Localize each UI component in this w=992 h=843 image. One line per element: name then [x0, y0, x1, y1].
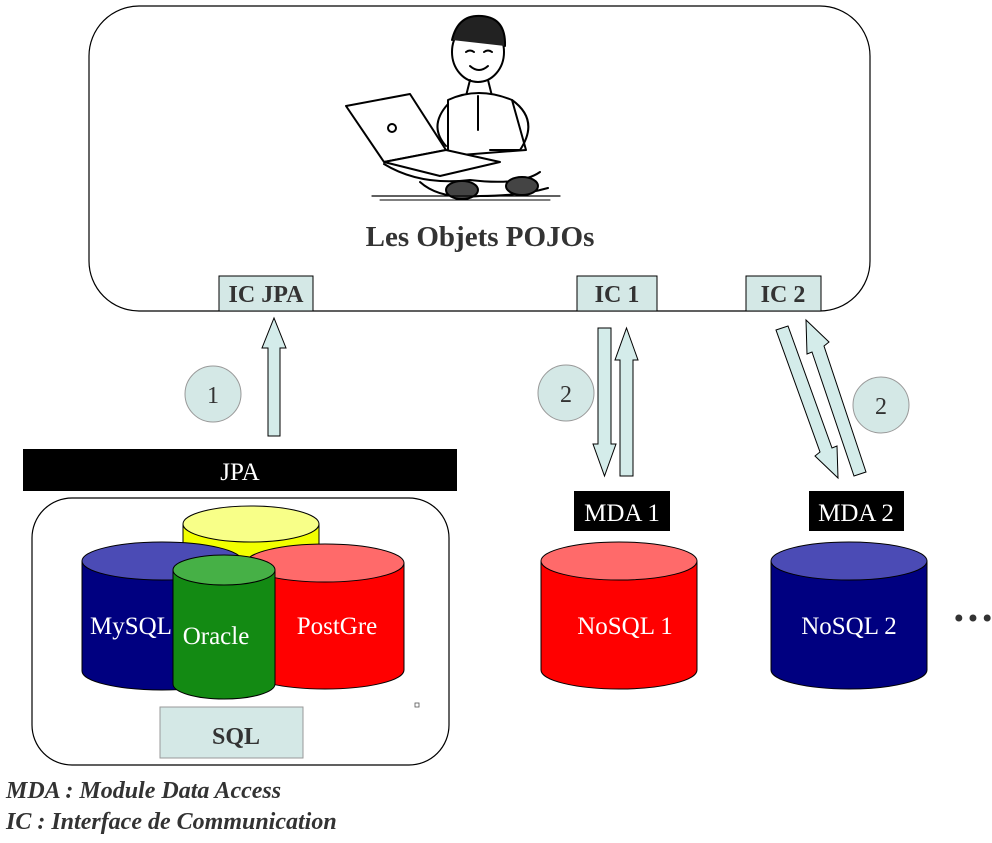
arrow-ic1-up	[614, 326, 639, 477]
legend-mda: MDA : Module Data Access	[6, 778, 282, 804]
arrow-jpa-up	[261, 316, 287, 437]
arrow-ic2-down	[775, 325, 839, 480]
step-circle-2b-label: 2	[875, 394, 887, 420]
mda-1-label: MDA 1	[584, 500, 660, 527]
step-circle-2a-label: 2	[560, 382, 572, 408]
ellipsis-more: •••	[952, 605, 992, 633]
nosql-2-database	[770, 541, 928, 690]
interface-ic-1	[576, 275, 658, 312]
jpa-bar	[23, 449, 457, 491]
boy-with-laptop-illustration	[345, 14, 561, 201]
arrow-ic1-down	[592, 327, 617, 478]
mda-1-box	[574, 491, 670, 531]
small-marker	[414, 702, 420, 708]
postgre-label: PostGre	[297, 613, 378, 640]
postgre-database	[245, 543, 405, 690]
mysql-label: MySQL	[90, 613, 172, 640]
interface-ic-jpa-label: IC JPA	[229, 282, 305, 308]
legend-ic: IC : Interface de Communication	[6, 809, 337, 835]
pojo-title: Les Objets POJOs	[366, 221, 595, 253]
interface-ic-jpa	[218, 275, 314, 312]
step-circle-2b	[852, 376, 910, 434]
nosql-1-label: NoSQL 1	[577, 613, 673, 640]
step-circle-1-label: 1	[207, 383, 219, 409]
oracle-database	[172, 554, 276, 700]
jpa-bar-label: JPA	[220, 459, 259, 486]
step-circle-2a	[537, 364, 595, 422]
sql-label-box	[159, 706, 304, 759]
step-circle-1	[184, 365, 242, 423]
sql-label: SQL	[212, 724, 260, 750]
interface-ic-2	[745, 275, 822, 312]
nosql-2-label: NoSQL 2	[801, 613, 897, 640]
mda-2-label: MDA 2	[818, 500, 894, 527]
nosql-1-database	[540, 541, 698, 690]
interface-ic-2-label: IC 2	[761, 282, 806, 308]
interface-ic-1-label: IC 1	[595, 282, 640, 308]
oracle-label: Oracle	[183, 623, 250, 650]
arrow-ic2-up	[805, 318, 867, 477]
mda-2-box	[809, 491, 904, 531]
